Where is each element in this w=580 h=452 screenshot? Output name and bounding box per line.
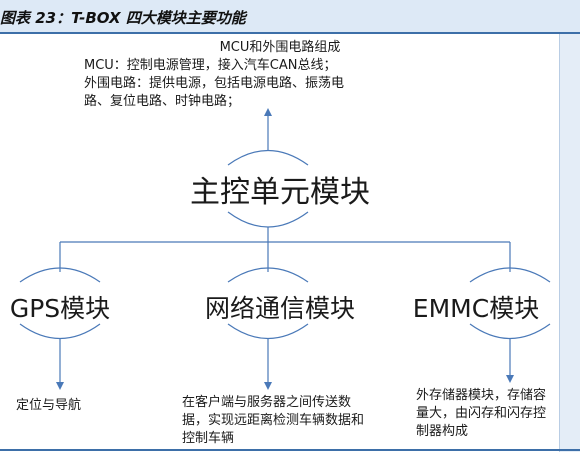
gps-module-description: 定位与导航 [16,398,82,413]
gps-module-label: GPS模块 [9,294,111,323]
network-module-label: 网络通信模块 [204,294,355,323]
net-top-arc [227,267,309,283]
emmc-bottom-arc [469,323,551,340]
network-module-description: 在客户端与服务器之间传送数据，实现远距离检测车辆数据和控制车辆 [182,395,365,446]
arrow-down-gps [56,382,64,390]
main-module-label: 主控单元模块 [190,175,370,210]
mcu-block-line-3: 路、复位电路、时钟电路； [84,94,241,109]
mcu-block-heading: MCU和外围电路组成 [219,40,341,55]
arrow-down-emmc [506,375,514,383]
mcu-block-line-1: MCU：控制电源管理，接入汽车CAN总线； [84,58,337,73]
main-module-top-arc [227,149,309,166]
figure-title-bar: 图表 23：T-BOX 四大模块主要功能 [0,0,580,34]
gps-top-arc [19,267,101,283]
gps-bottom-arc [19,323,101,340]
arrow-down-net [264,382,272,390]
side-panel [559,34,580,452]
figure-title: 图表 23：T-BOX 四大模块主要功能 [0,9,246,27]
mcu-block-line-2: 外围电路：提供电源，包括电源电路、振荡电 [84,76,345,91]
arrow-up-mcu [264,108,272,116]
net-bottom-arc [227,323,309,340]
emmc-top-arc [469,267,551,283]
emmc-module-label: EMMC模块 [412,294,540,323]
emmc-module-description: 外存储器模块，存储容量大，由闪存和闪存控制器构成 [416,388,547,439]
bottom-rule [0,449,580,451]
main-module-bottom-arc [227,211,309,228]
